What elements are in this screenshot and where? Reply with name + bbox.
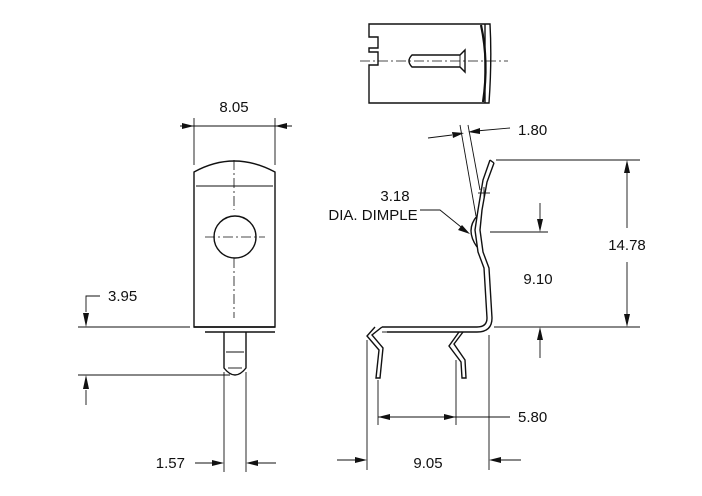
- dim-overall-height-label: 14.78: [608, 237, 646, 254]
- dim-overall-height: 14.78: [608, 160, 646, 327]
- side-view: [366, 124, 640, 470]
- dim-offset-left: 3.95: [83, 288, 137, 405]
- dim-dimple-dia: 3.18 DIA. DIMPLE: [328, 188, 470, 234]
- top-view: [360, 23, 508, 104]
- dim-offset-left-label: 3.95: [108, 288, 137, 305]
- dim-outer-span: 9.05: [337, 455, 521, 472]
- front-view: [78, 118, 276, 472]
- dim-thickness: 1.80: [427, 122, 547, 139]
- dim-width-top-label: 8.05: [219, 99, 248, 116]
- dim-dimple-text: DIA. DIMPLE: [328, 207, 417, 224]
- dim-inner-span-label: 5.80: [518, 409, 547, 426]
- dim-dimple-dia-label: 3.18: [380, 188, 409, 205]
- dim-dimple-height-label: 9.10: [523, 271, 552, 288]
- dim-width-top: 8.05: [180, 99, 292, 129]
- dim-pin-dia: 1.57: [156, 455, 276, 472]
- dim-outer-span-label: 9.05: [413, 455, 442, 472]
- dim-inner-span: 5.80: [378, 409, 547, 426]
- dim-dimple-height: 9.10: [523, 203, 553, 358]
- dim-pin-dia-label: 1.57: [156, 455, 185, 472]
- dim-thickness-label: 1.80: [518, 122, 547, 139]
